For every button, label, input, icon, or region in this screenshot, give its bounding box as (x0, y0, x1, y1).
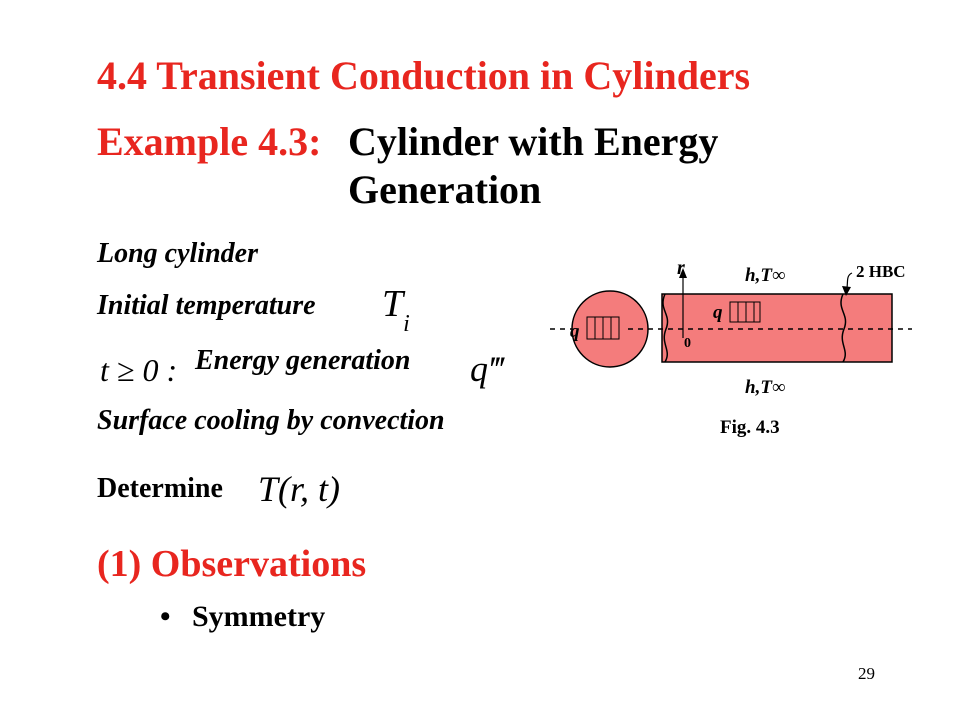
determine-label: Determine (97, 473, 223, 504)
symbol-subscript-i: i (403, 310, 410, 337)
cylinder-figure: r 0 q q h,T∞ h,T∞ 2 HBC Fig. 4.3 (550, 257, 912, 438)
example-title: Cylinder with Energy Generation (348, 118, 718, 214)
time-condition: t ≥ 0 : (100, 352, 178, 388)
example-title-line1: Cylinder with Energy (348, 119, 719, 164)
origin-label: 0 (684, 336, 691, 351)
determine-symbol: T(r, t) (258, 469, 341, 509)
item-surface-cooling: Surface cooling by convection (97, 405, 445, 436)
hbc-label: 2 HBC (856, 262, 906, 281)
example-label: Example 4.3: (97, 119, 322, 164)
example-title-line2: Generation (348, 167, 542, 212)
left-wavy-cut (662, 293, 669, 363)
page-number: 29 (858, 664, 875, 683)
r-axis-arrowhead (679, 268, 687, 278)
right-wavy-cut (840, 293, 847, 363)
figure-caption: Fig. 4.3 (720, 417, 780, 438)
cylinder-body (661, 293, 893, 363)
observations-heading: (1) Observations (97, 543, 367, 585)
item-energy-generation: Energy generation (195, 345, 411, 376)
bullet-text: Symmetry (192, 600, 326, 633)
item-initial-temperature: Initial temperature (97, 290, 316, 321)
energy-generation-symbol: q‴ (470, 349, 504, 389)
q-circle-label: q (570, 321, 580, 342)
top-bc-label: h,T∞ (745, 265, 785, 286)
item-long-cylinder: Long cylinder (97, 238, 258, 269)
symbol-T: T (382, 283, 404, 325)
observation-bullet: • Symmetry (160, 600, 325, 634)
slide-title: 4.4 Transient Conduction in Cylinders (97, 53, 751, 98)
initial-temperature-symbol: Ti (382, 282, 410, 337)
bottom-bc-label: h,T∞ (745, 377, 785, 398)
cross-section-circle (571, 290, 649, 368)
r-axis-label: r (677, 257, 685, 279)
hbc-arrowhead (842, 286, 851, 296)
q-cylinder-label: q (713, 302, 723, 323)
q-generation-box (729, 301, 761, 323)
bullet-dot: • (160, 600, 171, 633)
